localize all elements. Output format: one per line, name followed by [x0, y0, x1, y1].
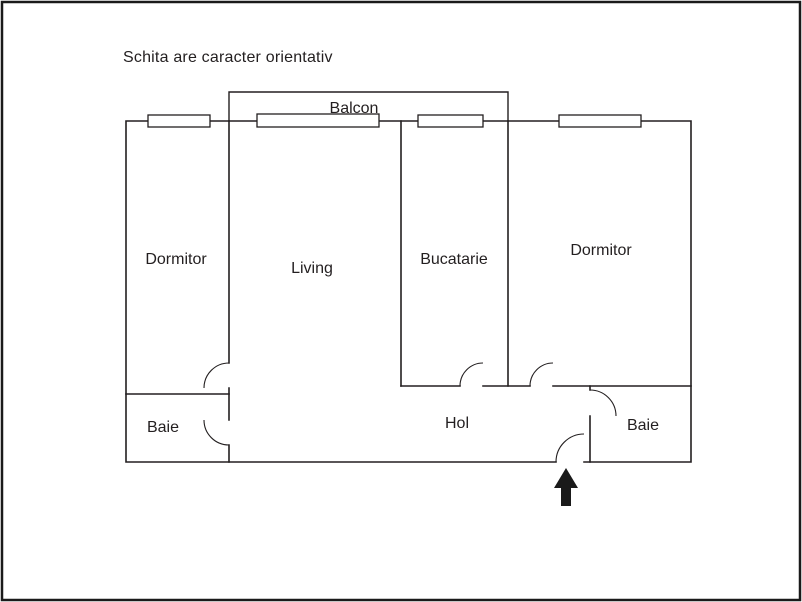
- door-arc-dormitor-left: [203, 362, 230, 389]
- balcony-walls: [228, 91, 509, 122]
- room-label-baie-right: Baie: [627, 417, 659, 434]
- room-label-living: Living: [291, 260, 333, 277]
- door-arc-baie-right: [589, 389, 617, 417]
- room-label-baie-left: Baie: [147, 419, 179, 436]
- exterior-walls: [125, 120, 692, 463]
- door-arc-bucatarie: [459, 362, 484, 387]
- room-label-bucatarie: Bucatarie: [420, 251, 488, 268]
- window-dormitor-left: [147, 114, 211, 128]
- door-arc-dormitor-right: [529, 362, 554, 387]
- window-dormitor-right: [558, 114, 642, 128]
- window-bucatarie: [417, 114, 484, 128]
- room-label-balcon: Balcon: [330, 100, 379, 117]
- window-living: [256, 113, 380, 128]
- room-label-dormitor-right: Dormitor: [570, 242, 632, 259]
- disclaimer-title: Schita are caracter orientativ: [123, 49, 333, 66]
- entrance-arrow-icon: [554, 468, 578, 506]
- door-arc-baie-left: [203, 419, 230, 446]
- room-label-hol: Hol: [445, 415, 469, 432]
- door-arc-entrance: [555, 433, 585, 463]
- room-label-dormitor-left: Dormitor: [145, 251, 207, 268]
